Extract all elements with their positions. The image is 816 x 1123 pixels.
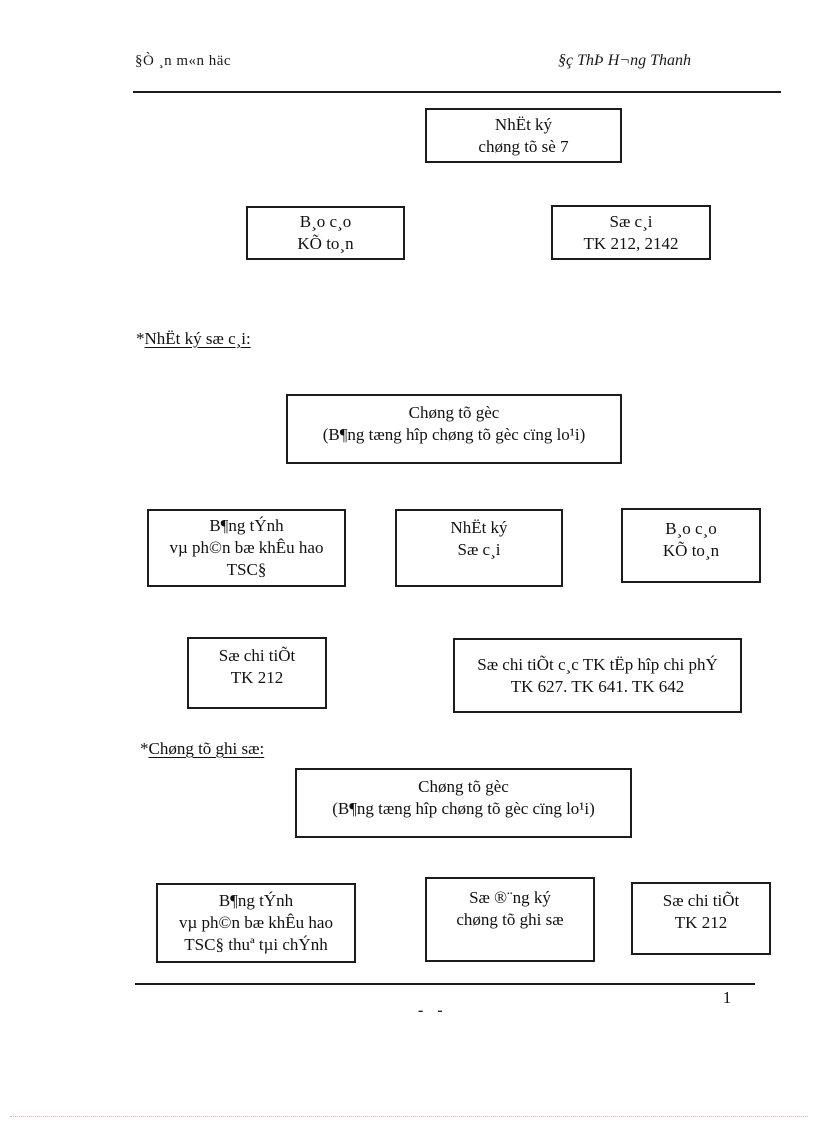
section1-report-box: B¸o c¸o KÕ to¸n xyxy=(621,508,761,583)
box-line: B¶ng tÝnh xyxy=(218,891,294,910)
footer-rule xyxy=(135,983,755,985)
section1-star: * xyxy=(136,329,145,348)
section2-detail-ledger-tk212-box: Sæ chi tiÕt TK 212 xyxy=(631,882,771,955)
box-line: TSC§ xyxy=(226,560,267,579)
page-number: 1 xyxy=(722,988,732,1007)
section2-source-documents-box: Chøng tõ gèc (B¶ng tæng hîp chøng tõ gèc… xyxy=(295,768,632,838)
section1-title: NhËt ký sæ c¸i: xyxy=(144,329,251,348)
box-line: B¸o c¸o xyxy=(299,212,352,231)
header-left-text: §Ò ¸n m«n häc xyxy=(135,53,232,69)
box-line: KÕ to¸n xyxy=(297,234,354,253)
header-rule xyxy=(133,91,781,93)
section2-voucher-register-box: Sæ ®¨ng ký chøng tõ ghi sæ xyxy=(425,877,595,962)
box-line: Chøng tõ gèc xyxy=(408,403,500,422)
box-line: vµ ph©n bæ khÊu hao xyxy=(169,538,324,557)
box-line: TK 212 xyxy=(230,668,284,687)
box-line: NhËt ký xyxy=(450,518,508,537)
diagram1-journal-voucher-box: NhËt ký chøng tõ sè 7 xyxy=(425,108,622,163)
diagram1-report-box: B¸o c¸o KÕ to¸n xyxy=(246,206,405,260)
section1-heading: *NhËt ký sæ c¸i: xyxy=(136,329,251,349)
box-line: (B¶ng tæng hîp chøng tõ gèc cïng lo¹i) xyxy=(332,799,595,818)
box-line: B¸o c¸o xyxy=(665,519,717,538)
section1-detail-ledger-tk212-box: Sæ chi tiÕt TK 212 xyxy=(187,637,327,709)
section1-journal-ledger-box: NhËt ký Sæ c¸i xyxy=(395,509,563,587)
header-right-author: §ç ThÞ H¬ng Thanh xyxy=(558,52,692,69)
box-line: TK 212, 2142 xyxy=(583,233,679,253)
box-line: Sæ c¸i xyxy=(609,211,653,231)
section1-depreciation-sheet-box: B¶ng tÝnh vµ ph©n bæ khÊu hao TSC§ xyxy=(147,509,346,587)
section2-heading: *Chøng tõ ghi sæ: xyxy=(140,739,264,759)
box-line: Sæ ®¨ng ký xyxy=(469,888,551,907)
box-line: vµ ph©n bæ khÊu hao xyxy=(179,913,333,932)
box-line: TK 212 xyxy=(674,913,728,932)
box-line: KÕ to¸n xyxy=(662,541,720,560)
box-line: TSC§ thuª tµi chÝnh xyxy=(184,935,328,954)
box-line: Sæ chi tiÕt c¸c TK tËp hîp chi phÝ xyxy=(477,654,718,674)
diagram1-ledger-box: Sæ c¸i TK 212, 2142 xyxy=(551,205,711,260)
box-line: Sæ chi tiÕt xyxy=(662,891,740,910)
box-line: chøng tõ ghi sæ xyxy=(456,910,564,929)
section2-star: * xyxy=(140,739,149,758)
footer-dashes: - - xyxy=(418,1002,445,1019)
box-line: Sæ c¸i xyxy=(457,540,501,559)
section2-depreciation-sheet-box: B¶ng tÝnh vµ ph©n bæ khÊu hao TSC§ thuª … xyxy=(156,883,356,963)
box-line: NhËt ký xyxy=(494,114,553,134)
box-line: chøng tõ sè 7 xyxy=(478,136,569,156)
box-line: Chøng tõ gèc xyxy=(418,777,509,796)
box-line: B¶ng tÝnh xyxy=(209,516,284,535)
box-line: (B¶ng tæng hîp chøng tõ gèc cïng lo¹i) xyxy=(322,425,586,444)
section2-title: Chøng tõ ghi sæ: xyxy=(148,739,265,758)
section1-detail-ledger-expense-box: Sæ chi tiÕt c¸c TK tËp hîp chi phÝ TK 62… xyxy=(453,638,742,713)
section1-source-documents-box: Chøng tõ gèc (B¶ng tæng hîp chøng tõ gèc… xyxy=(286,394,622,464)
box-line: TK 627. TK 641. TK 642 xyxy=(510,676,685,696)
bottom-dotted-line xyxy=(10,1116,808,1117)
box-line: Sæ chi tiÕt xyxy=(218,646,296,665)
